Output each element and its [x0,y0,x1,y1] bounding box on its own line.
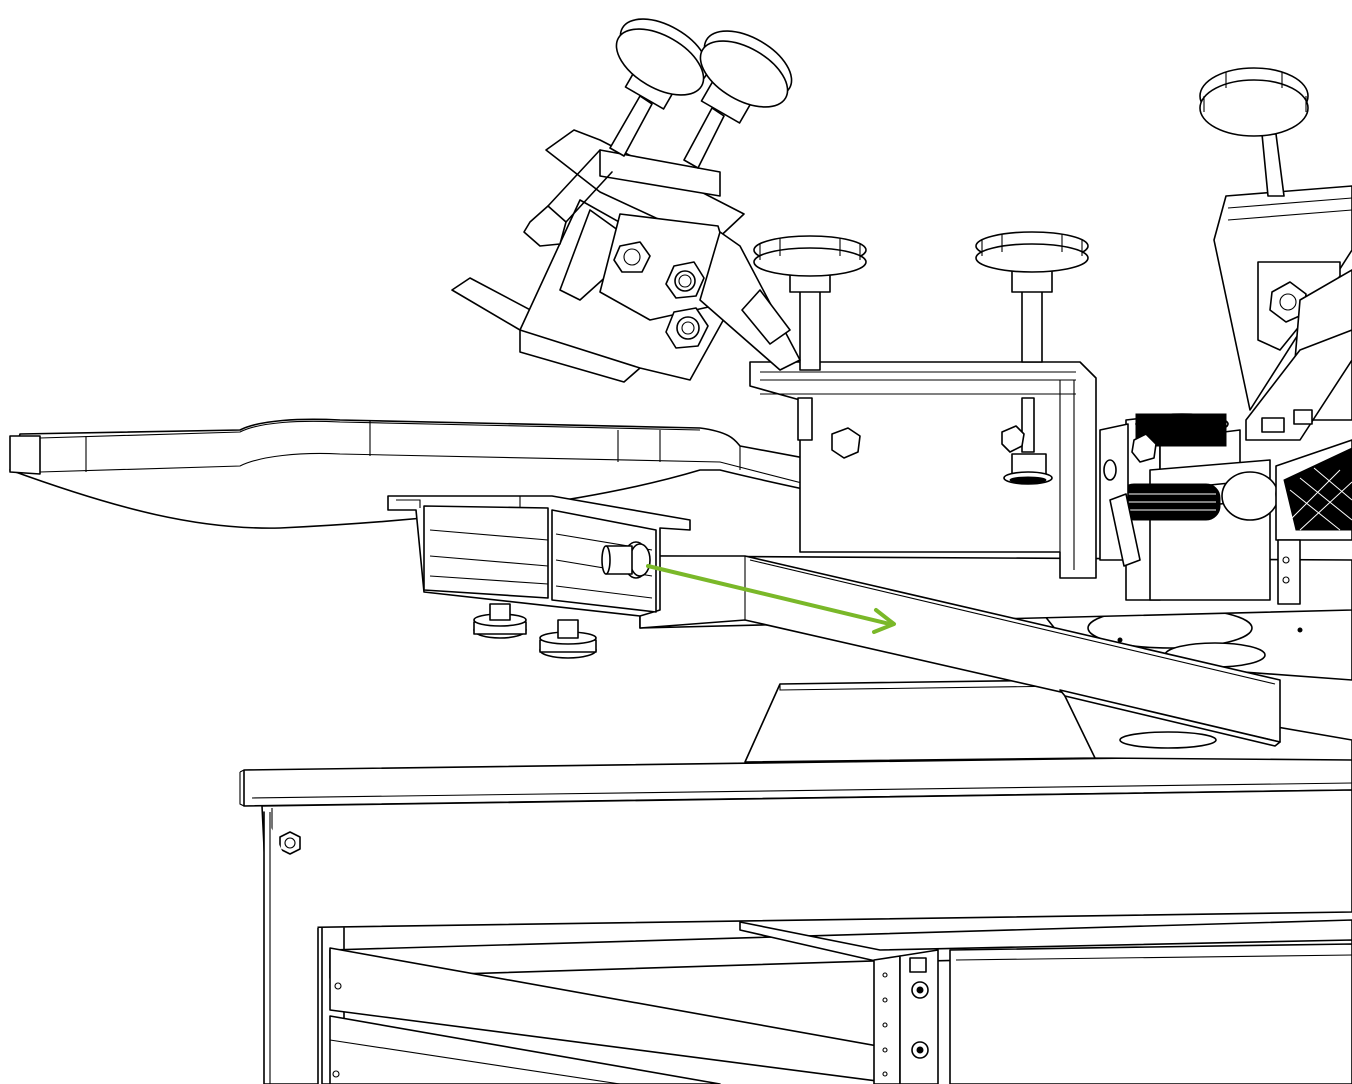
apron-bolt-icon [279,831,301,855]
arm-lock-knob-icon[interactable] [601,541,651,579]
stand-frame [239,754,1352,1084]
screen-clamp-right [1199,67,1352,441]
holder-knob-icon[interactable] [753,235,867,371]
clamp-nut-icon [613,241,651,273]
level-knob-icon[interactable] [539,619,597,659]
platen-pallet [9,418,966,659]
holder-knob-icon[interactable] [975,231,1089,363]
screen-holder-block [749,231,1097,579]
clamp-knob-icon[interactable] [683,17,803,169]
clamp-nut-icon [665,261,705,299]
spring-mechanism [1099,413,1352,605]
screen-clamp-tilted [451,5,803,383]
knurled-grip-icon [1283,447,1352,531]
level-knob-icon[interactable] [473,603,527,639]
arrow-right-icon [872,608,896,634]
direction-arrow [646,564,896,634]
clamp-nut-icon [665,307,709,349]
clamp-knob-icon[interactable] [605,5,718,157]
right-clamp-knob-icon[interactable] [1199,67,1309,197]
spring-coil-icon [1119,483,1221,521]
